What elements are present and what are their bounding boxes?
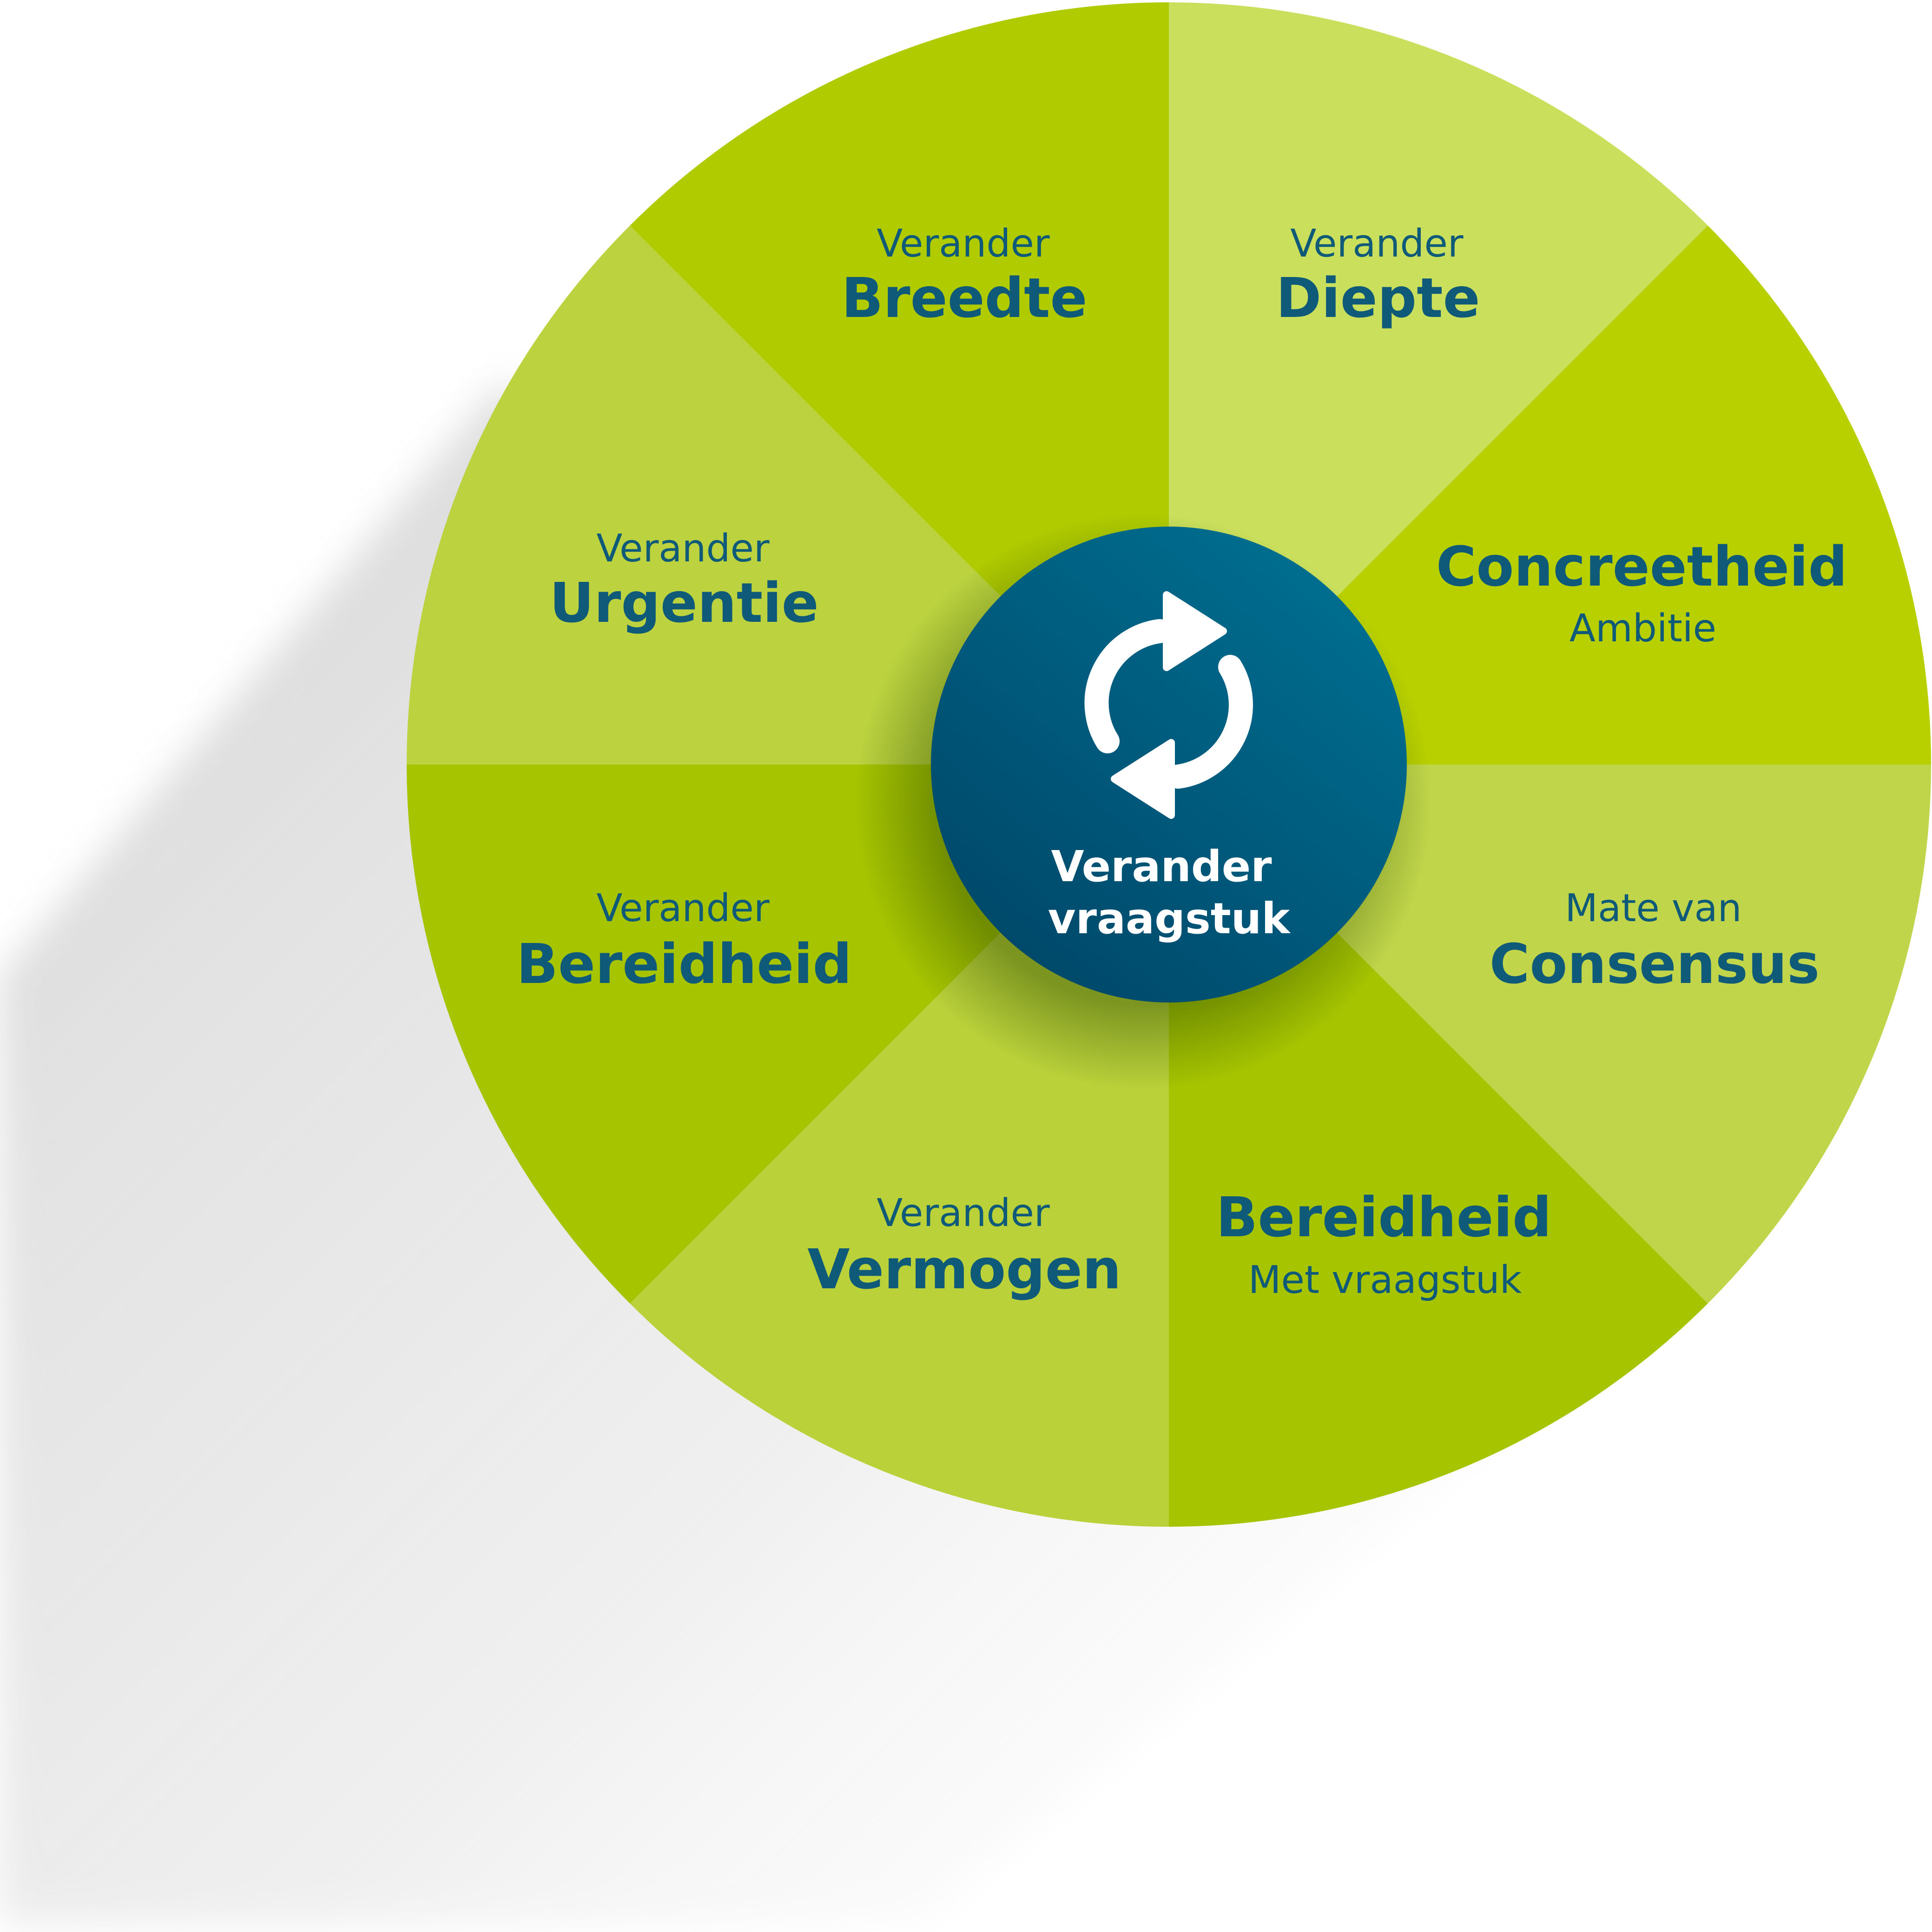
segment-label-bereidheid-vraagstuk: Bereidheid Met vraagstuk bbox=[1216, 1185, 1554, 1302]
segment-label-diepte: Verander Diepte bbox=[1276, 222, 1480, 330]
segment-label-breedte: Verander Breedte bbox=[841, 222, 1087, 330]
segment-label-urgentie: Verander Urgentie bbox=[549, 527, 818, 635]
segment-label-consensus: Mate van Consensus bbox=[1490, 886, 1820, 996]
hub: Verander vraagstuk bbox=[855, 514, 1431, 1090]
segment-label-vermogen: Verander Vermogen bbox=[807, 1191, 1121, 1301]
refresh-icon bbox=[1084, 591, 1253, 819]
segment-label-bereidheid: Verander Bereidheid bbox=[516, 886, 852, 996]
wheel-labels: Verander Diepte Concreetheid Ambitie Mat… bbox=[516, 222, 1850, 1302]
hub-label: Verander vraagstuk bbox=[1048, 842, 1291, 943]
segment-label-concreetheid: Concreetheid Ambitie bbox=[1436, 534, 1850, 651]
